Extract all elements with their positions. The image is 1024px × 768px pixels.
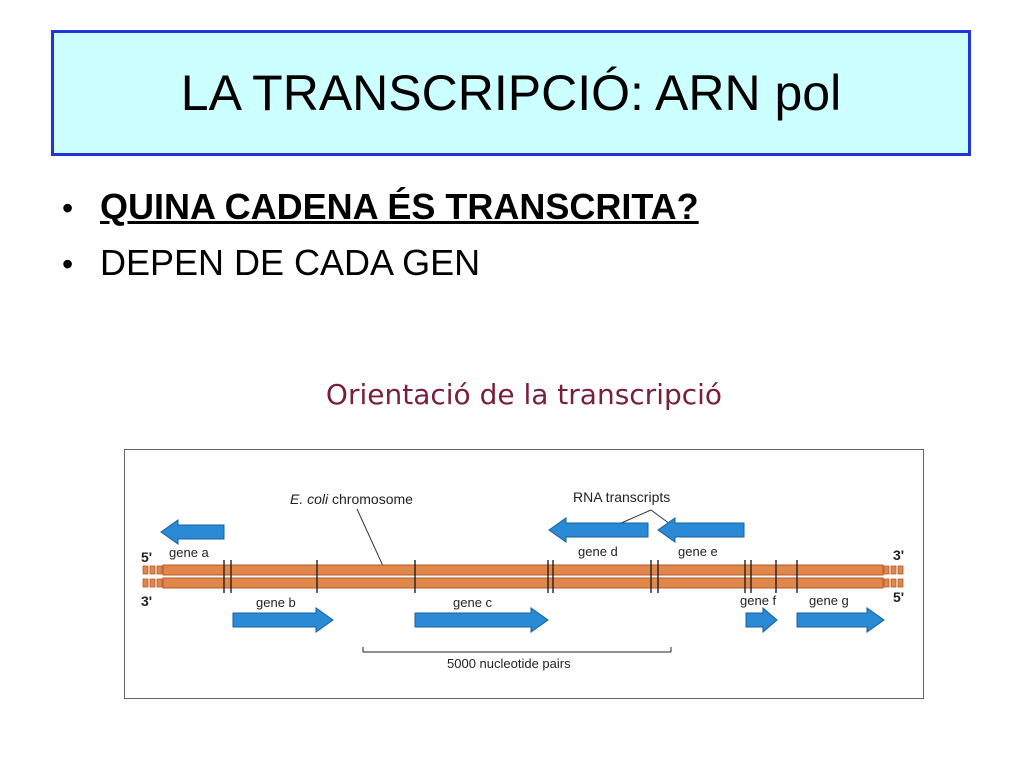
gene-f-arrow xyxy=(745,606,778,634)
gene-g-arrow xyxy=(796,607,885,633)
gene-e-arrow xyxy=(657,517,745,543)
gene-a-label: gene a xyxy=(169,545,210,560)
gene-c-label: gene c xyxy=(453,595,493,610)
label-5prime-left: 5' xyxy=(141,549,152,565)
label-5prime-right: 5' xyxy=(893,589,904,605)
gene-c-arrow xyxy=(414,607,549,633)
label-3prime-right: 3' xyxy=(893,547,904,563)
bullet-list: • QUINA CADENA ÉS TRANSCRITA? • DEPEN DE… xyxy=(62,186,699,298)
diagram-svg: E. coli chromosome RNA transcripts xyxy=(141,489,904,671)
chromosome-label-word: chromosome xyxy=(328,491,413,507)
bullet-item: • DEPEN DE CADA GEN xyxy=(62,242,699,298)
title-box: LA TRANSCRIPCIÓ: ARN pol xyxy=(51,30,971,156)
scale-bar-label: 5000 nucleotide pairs xyxy=(447,656,571,671)
gene-g-label: gene g xyxy=(809,593,849,608)
gene-d-label: gene d xyxy=(578,544,618,559)
chromosome-label-species: E. coli xyxy=(290,491,329,507)
top-strand xyxy=(162,564,884,576)
slide-title: LA TRANSCRIPCIÓ: ARN pol xyxy=(180,65,842,121)
bullet-marker: • xyxy=(62,246,74,282)
transcripts-label: RNA transcripts xyxy=(573,489,670,505)
bullet-marker: • xyxy=(62,190,74,226)
bullet-answer: DEPEN DE CADA GEN xyxy=(100,242,481,283)
dna-double-strand xyxy=(142,564,904,589)
gene-boundary-ticks xyxy=(223,560,798,593)
gene-e-label: gene e xyxy=(678,544,718,559)
gene-b-arrow xyxy=(232,607,334,633)
figure-caption: Orientació de la transcripció xyxy=(325,378,723,411)
chromosome-label: E. coli chromosome xyxy=(290,491,413,507)
gene-a-arrow xyxy=(160,519,225,545)
chromosome-leader-line xyxy=(356,508,384,567)
gene-d-arrow xyxy=(548,517,649,543)
gene-orientation-diagram: E. coli chromosome RNA transcripts xyxy=(124,449,924,699)
transcripts-pointer-d xyxy=(618,509,652,525)
gene-b-label: gene b xyxy=(256,595,296,610)
scale-bar xyxy=(362,647,672,653)
transcripts-pointer-e xyxy=(650,509,671,525)
bottom-strand xyxy=(162,577,884,589)
bullet-question: QUINA CADENA ÉS TRANSCRITA? xyxy=(100,186,699,227)
gene-f-label: gene f xyxy=(740,593,777,608)
label-3prime-left: 3' xyxy=(141,593,152,609)
bullet-item: • QUINA CADENA ÉS TRANSCRITA? xyxy=(62,186,699,242)
